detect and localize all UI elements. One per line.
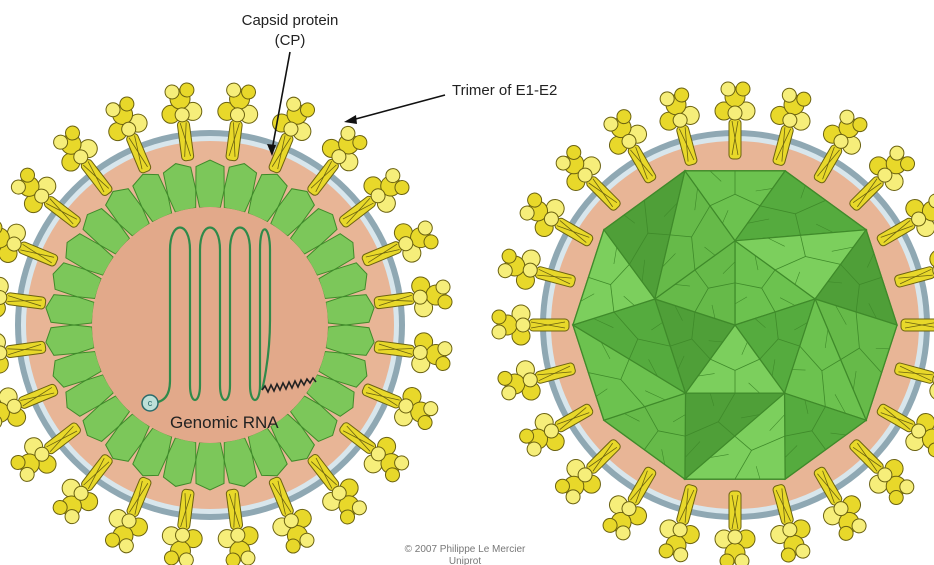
capsid-protein-abbrev: (CP): [275, 32, 306, 49]
icosahedral-capsid: [573, 171, 897, 479]
copyright-credit: © 2007 Philippe Le Mercier: [405, 544, 526, 555]
capsid-protein-label: Capsid protein: [242, 12, 339, 29]
credit-source: Uniprot: [449, 556, 481, 565]
capsomer: [196, 160, 224, 208]
genomic-rna-label: Genomic RNA: [170, 413, 279, 432]
trimer-label: Trimer of E1-E2: [452, 82, 557, 99]
rna-cap-label: c: [148, 398, 153, 408]
capsomer: [196, 443, 224, 491]
virion-interior: [92, 207, 328, 443]
